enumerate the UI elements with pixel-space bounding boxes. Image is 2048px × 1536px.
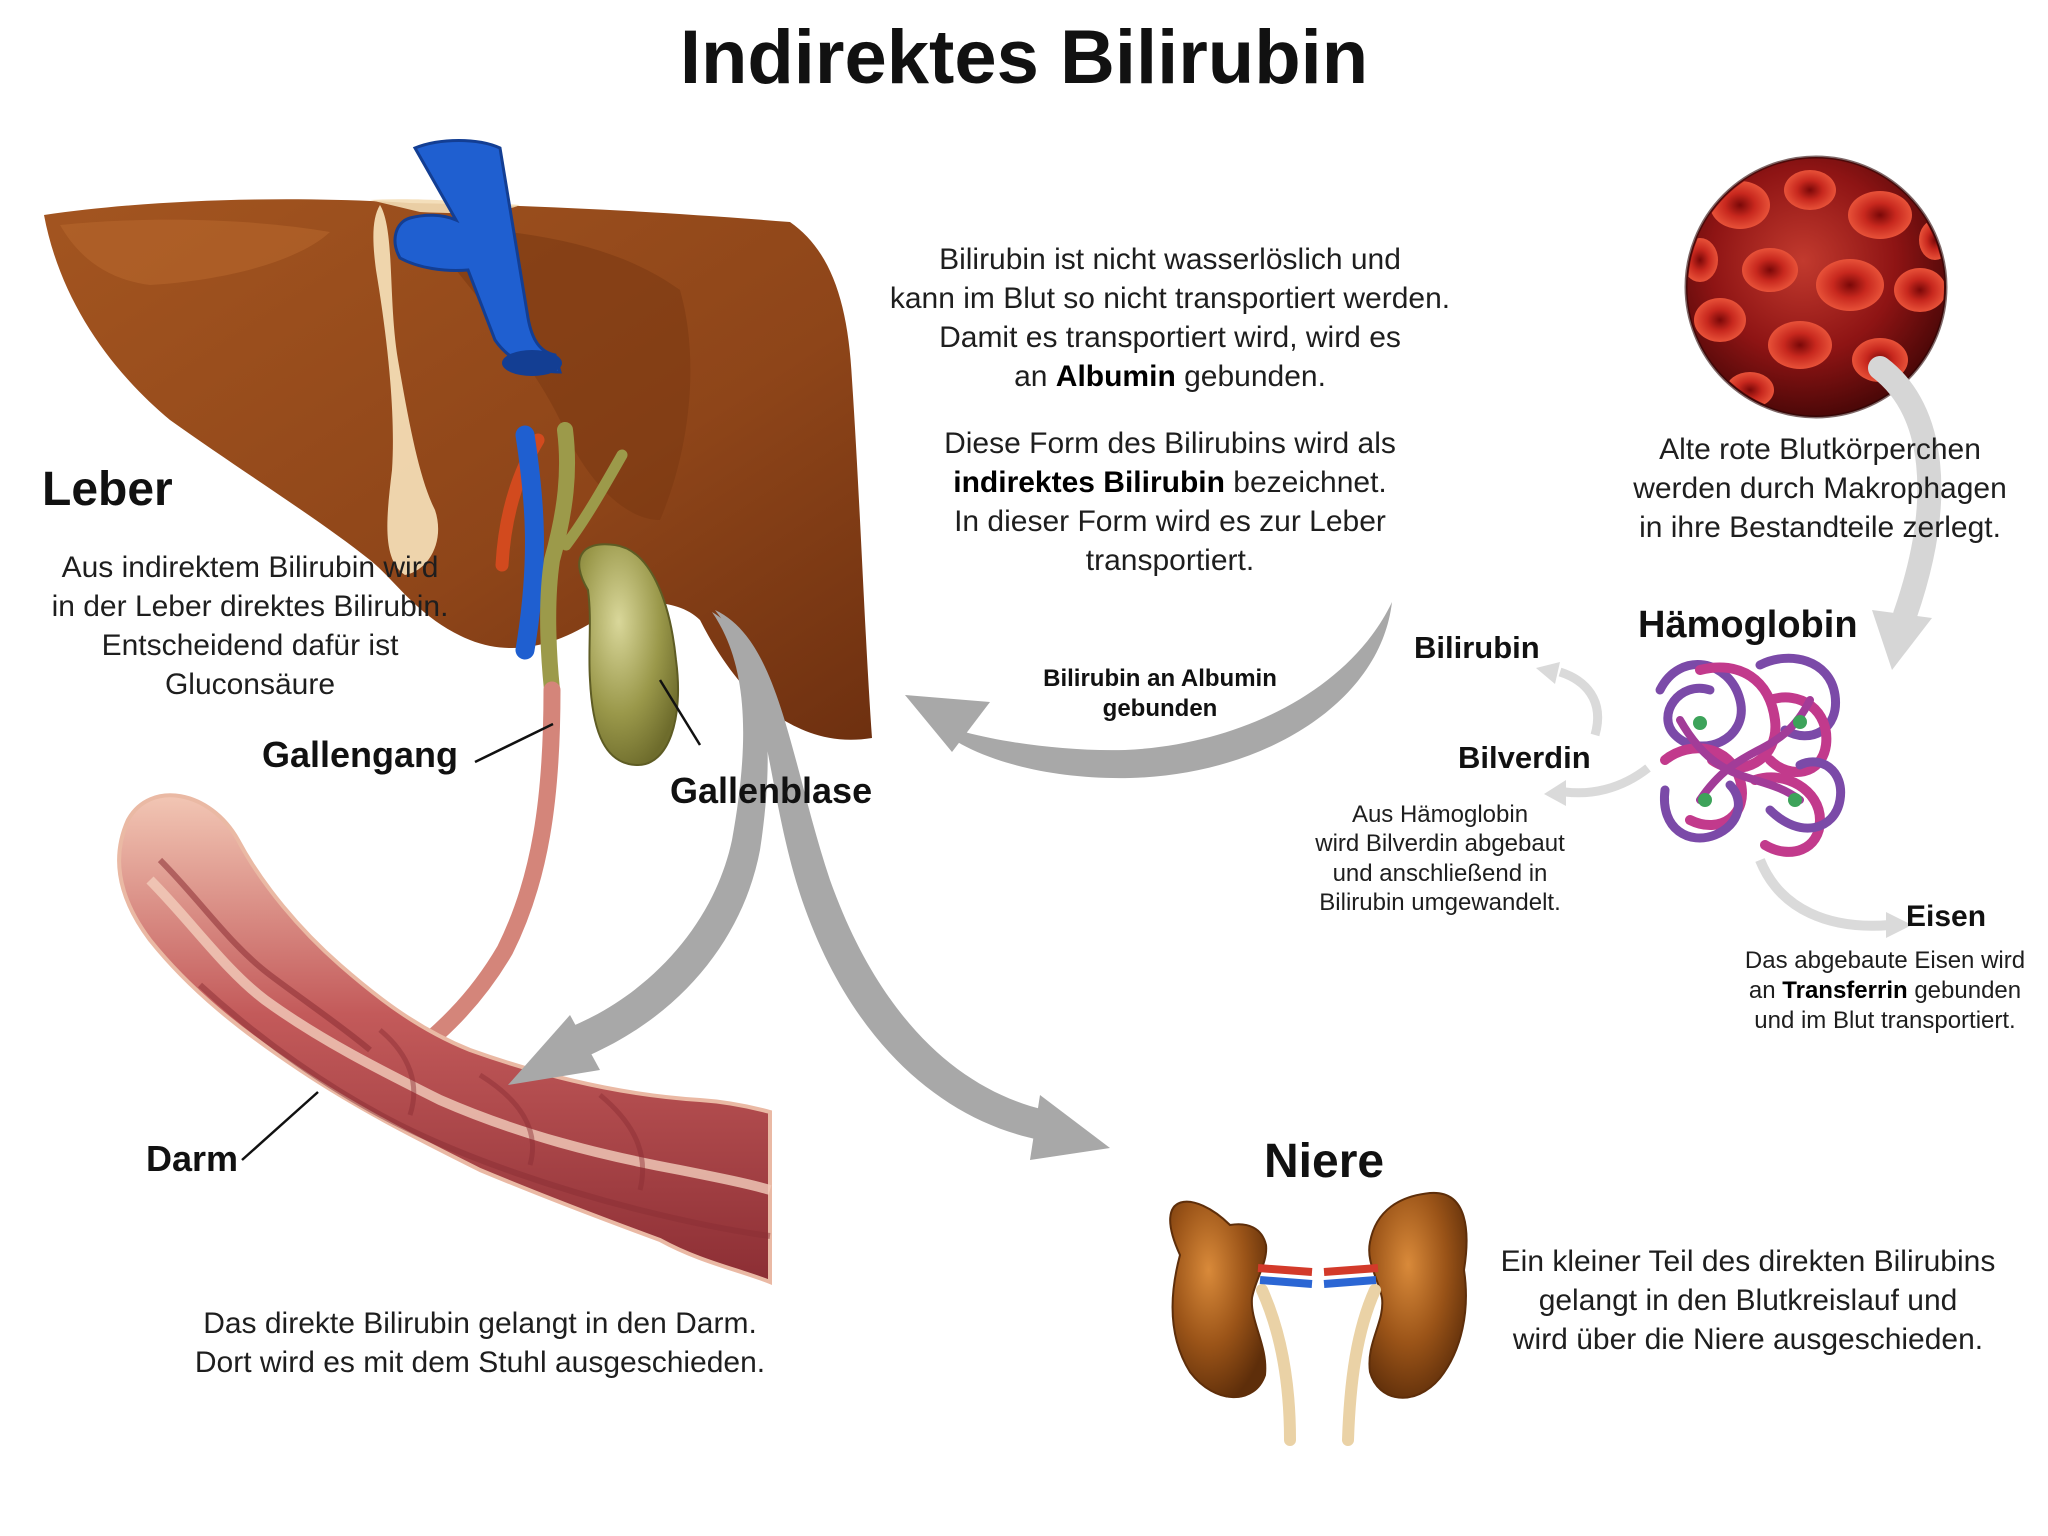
ureter-right xyxy=(1342,1284,1381,1446)
label-haemoglobin: Hämoglobin xyxy=(1638,604,1858,646)
arrow-hemoglobin-to-eisen xyxy=(1755,858,1912,938)
text-darm: Das direkte Bilirubin gelangt in den Dar… xyxy=(194,1307,766,1379)
vein-blue-lower xyxy=(515,425,544,660)
label-eisen: Eisen xyxy=(1906,900,1987,933)
arrow-liver-to-kidney xyxy=(715,610,1110,1160)
arrow-hemoglobin-to-bilverdin xyxy=(1544,764,1651,806)
leader-darm xyxy=(241,1091,319,1161)
blood-sphere-rim xyxy=(1684,155,1948,419)
intestine-fold-2 xyxy=(146,876,772,1195)
intestine-body xyxy=(117,793,772,1285)
text-niere: Ein kleiner Teil des direkten Bilirubins… xyxy=(1500,1245,1996,1356)
vena-cava xyxy=(393,139,563,374)
intestine-fold-3 xyxy=(197,982,771,1239)
label-gallengang: Gallengang xyxy=(262,734,459,775)
renal-vessel-right-blue xyxy=(1323,1276,1377,1288)
arrow-blood-to-hemoglobin xyxy=(1868,356,1942,670)
kidney-right xyxy=(1368,1191,1468,1399)
bile-duct xyxy=(540,422,576,698)
intestine-illustration xyxy=(117,793,772,1285)
text-bilverdin: Aus Hämoglobin wird Bilverdin abgebaut u… xyxy=(1315,801,1565,916)
text-leber: Aus indirektem Bilirubin wird in der Leb… xyxy=(51,551,449,701)
text-albumin: Bilirubin ist nicht wasserlöslich und ka… xyxy=(889,243,1451,393)
bile-duct-branch xyxy=(560,449,628,551)
label-gallenblase: Gallenblase xyxy=(670,770,873,811)
label-leber: Leber xyxy=(42,463,173,516)
kidney-illustration xyxy=(1169,1191,1468,1446)
text-eisen: Das abgebaute Eisen wird an Transferrin … xyxy=(1744,947,2026,1034)
bile-streak xyxy=(373,205,439,575)
text-blut: Alte rote Blutkörperchen werden durch Ma… xyxy=(1633,433,2007,544)
intestine-fold-1 xyxy=(157,857,372,1053)
leader-gallengang xyxy=(474,722,554,764)
label-niere: Niere xyxy=(1264,1135,1385,1188)
kidney-left xyxy=(1169,1200,1268,1399)
label-darm: Darm xyxy=(146,1138,239,1179)
label-bilirubin: Bilirubin xyxy=(1414,630,1540,665)
renal-vessel-left-red xyxy=(1257,1264,1313,1276)
intestine-fold-4 xyxy=(378,1028,646,1191)
text-indirekt: Diese Form des Bilirubins wird als indir… xyxy=(944,427,1396,577)
liver-illustration xyxy=(44,139,872,1074)
renal-vessel-right-red xyxy=(1323,1264,1379,1276)
label-arrow-albumin: Bilirubin an Albumin gebunden xyxy=(1043,665,1277,722)
hemoglobin-illustration xyxy=(1655,653,1846,857)
leader-gallenblase xyxy=(658,679,702,746)
label-bilverdin: Bilverdin xyxy=(1458,740,1591,775)
gallbladder-illustration xyxy=(578,543,680,767)
vein-illustration xyxy=(393,139,563,376)
arrow-bilverdin-to-bilirubin xyxy=(1536,662,1603,737)
vena-cava-opening xyxy=(502,350,562,376)
ureter-left xyxy=(1256,1284,1296,1446)
page-title: Indirektes Bilirubin xyxy=(679,15,1369,100)
liver-highlight xyxy=(60,219,330,285)
blood-cells xyxy=(1688,170,1944,408)
blood-cells-illustration xyxy=(1684,155,1948,419)
arrow-liver-to-intestine xyxy=(508,612,768,1085)
arrow-bilirubin-albumin-to-liver xyxy=(905,602,1392,779)
renal-vessel-left-blue xyxy=(1259,1276,1313,1288)
